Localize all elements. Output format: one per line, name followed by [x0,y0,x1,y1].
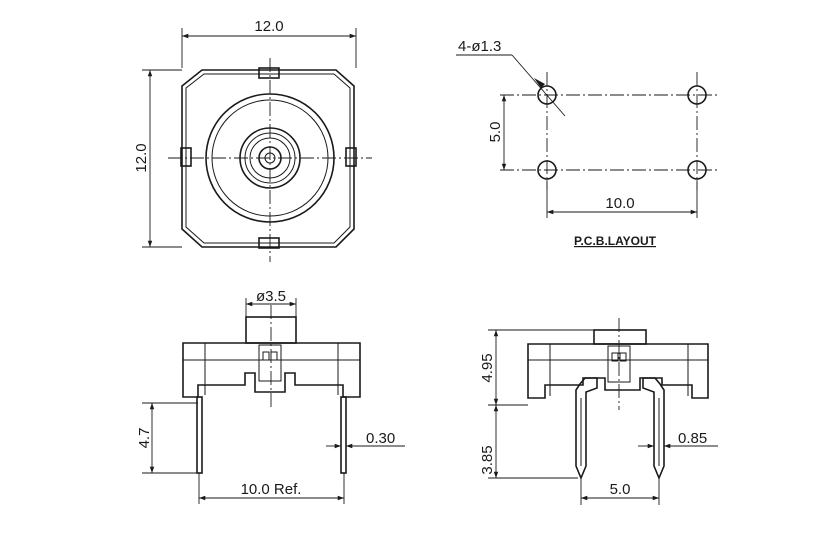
top-view-body-inner [185,73,351,244]
pcb-hole [687,160,707,180]
front-left-lead [196,396,203,474]
pcb-layout-title: P.C.B.LAYOUT [574,234,657,248]
side-lead-width-text: 0.85 [678,430,707,447]
front-right-lead [340,396,347,474]
front-body [182,342,361,398]
lead-length-dimension-text: 4.7 [136,428,153,449]
pcb-layout: 4-ø1.3 5.0 10.0 P.C.B.LAYOUT [456,38,718,248]
bottom-tab [258,237,280,249]
side-right-lead [642,377,665,481]
front-center-window [258,344,282,382]
pcb-vertical-dimension-text: 5.0 [487,122,504,143]
top-tab [258,67,280,79]
total-height-dimension-text: 4.95 [479,353,496,382]
left-tab [180,147,192,167]
side-body [527,343,709,399]
side-window-detail [611,352,619,362]
hole-leader-arrow [534,78,545,88]
hole-leader [511,54,566,117]
pcb-horizontal-dimension-text: 10.0 [605,195,634,212]
hole-dimension-text: 4-ø1.3 [458,38,501,55]
button-dimension-text: ø3.5 [256,288,286,305]
side-view: 4.95 3.85 0.85 5.0 [479,318,718,505]
lead-span-dimension-text: 10.0 Ref. [241,481,302,498]
pcb-hole [687,85,707,105]
side-window-detail [619,352,627,362]
top-view-body [181,69,355,248]
side-button [593,329,647,345]
side-lead-length-dimension-text: 3.85 [479,445,496,474]
front-window-detail [262,351,270,361]
side-left-lead [575,377,598,481]
width-dimension-text: 12.0 [254,18,283,35]
height-dimension-text: 12.0 [133,143,150,172]
right-tab [345,147,357,167]
top-view: 12.0 12.0 [133,18,372,262]
front-view: ø3.5 4.7 0.30 10.0 Ref. [136,288,405,504]
lead-thickness-text: 0.30 [366,430,395,447]
pcb-hole [537,85,557,105]
pcb-hole [537,160,557,180]
lead-pitch-dimension-text: 5.0 [610,481,631,498]
front-window-detail [270,351,278,361]
